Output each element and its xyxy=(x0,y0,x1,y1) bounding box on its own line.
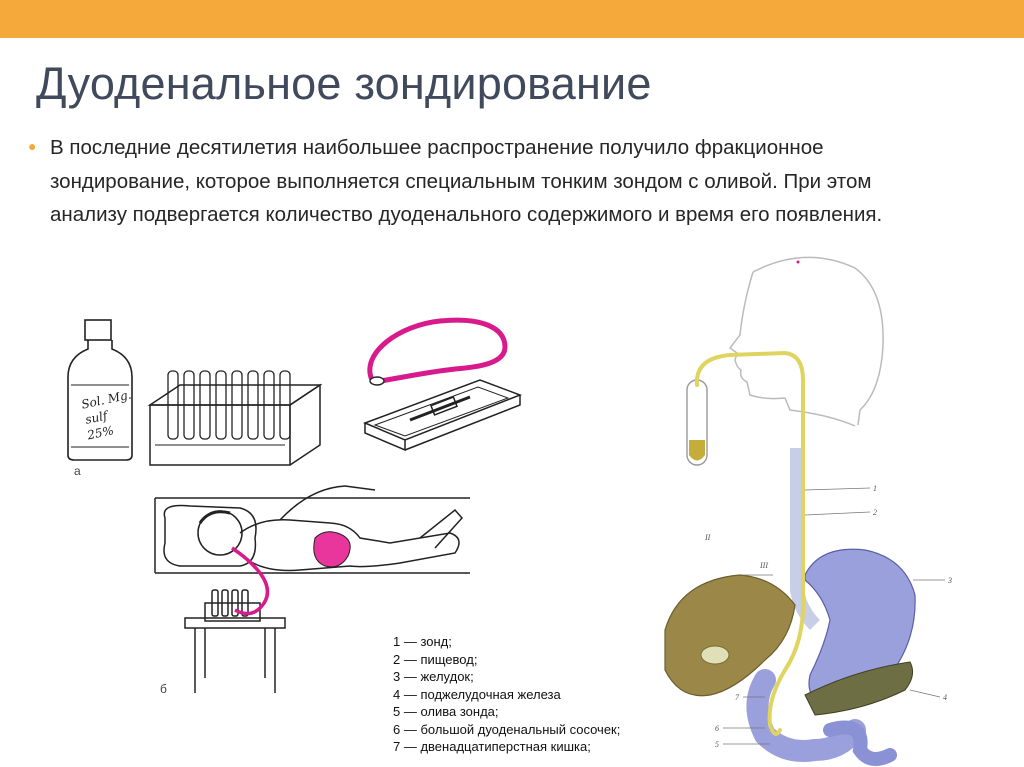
legend-item: 4 — поджелудочная железа xyxy=(393,686,561,702)
anatomy-label-4: 4 xyxy=(943,693,947,702)
bullet-text: В последние десятилетия наибольшее распр… xyxy=(50,136,883,226)
figure-b-patient: б xyxy=(154,485,470,696)
bottle-label-line3: 25% xyxy=(85,423,115,442)
esophagus xyxy=(790,448,821,630)
anatomy-label-1: 1 xyxy=(873,484,877,493)
pancreas xyxy=(804,661,914,716)
pillow xyxy=(163,504,257,567)
anatomy-probe xyxy=(694,350,806,736)
patient-probe xyxy=(231,546,270,616)
anatomy-label-II: II xyxy=(704,533,711,542)
anatomy-label-6: 6 xyxy=(715,724,719,733)
duodenum xyxy=(746,669,866,762)
legend-item: 7 — двенадцатиперстная кишка; xyxy=(393,739,591,754)
anatomy-label-3: 3 xyxy=(947,576,952,585)
panel-label-a: а xyxy=(74,464,81,478)
legend-item: 2 — пищевод; xyxy=(393,651,478,667)
figure-a-equipment: Sol. Mg. sulf 25% а xyxy=(67,317,523,478)
legend-item: 1 — зонд; xyxy=(393,634,452,649)
bottle-label-line2: sulf xyxy=(84,408,111,427)
bottle-label-line1: Sol. Mg. xyxy=(80,387,133,411)
anatomy-illustration: 1 2 3 4 5 6 7 II III xyxy=(664,256,952,766)
probe-tube xyxy=(367,317,508,384)
syringe-tray xyxy=(362,379,523,452)
head-silhouette xyxy=(752,256,884,426)
anatomy-label-5: 5 xyxy=(715,740,719,749)
slide-title: Дуоденальное зондирование xyxy=(36,58,652,109)
anatomy-label-III: III xyxy=(759,561,768,570)
heating-pad xyxy=(313,531,351,568)
bottle-illustration xyxy=(67,319,133,461)
liver xyxy=(664,574,796,697)
bullet-icon: ● xyxy=(28,138,37,154)
panel-label-b: б xyxy=(160,682,167,696)
probe-olive xyxy=(369,376,385,386)
side-table xyxy=(184,617,286,629)
anatomy-label-2: 2 xyxy=(873,508,877,517)
legend-item: 6 — большой дуоденальный сосочек; xyxy=(393,721,621,737)
test-tube-rack xyxy=(147,370,323,466)
figure-legend: 1 — зонд; 2 — пищевод; 3 — желудок; 4 — … xyxy=(393,633,620,756)
patient-body xyxy=(239,519,460,572)
legend-item: 3 — желудок; xyxy=(393,669,474,684)
bullet-item: ● В последние десятилетия наибольшее рас… xyxy=(28,131,888,232)
accent-bar xyxy=(0,0,1024,38)
anatomy-label-7: 7 xyxy=(735,693,740,702)
legend-item: 5 — олива зонда; xyxy=(393,704,499,719)
